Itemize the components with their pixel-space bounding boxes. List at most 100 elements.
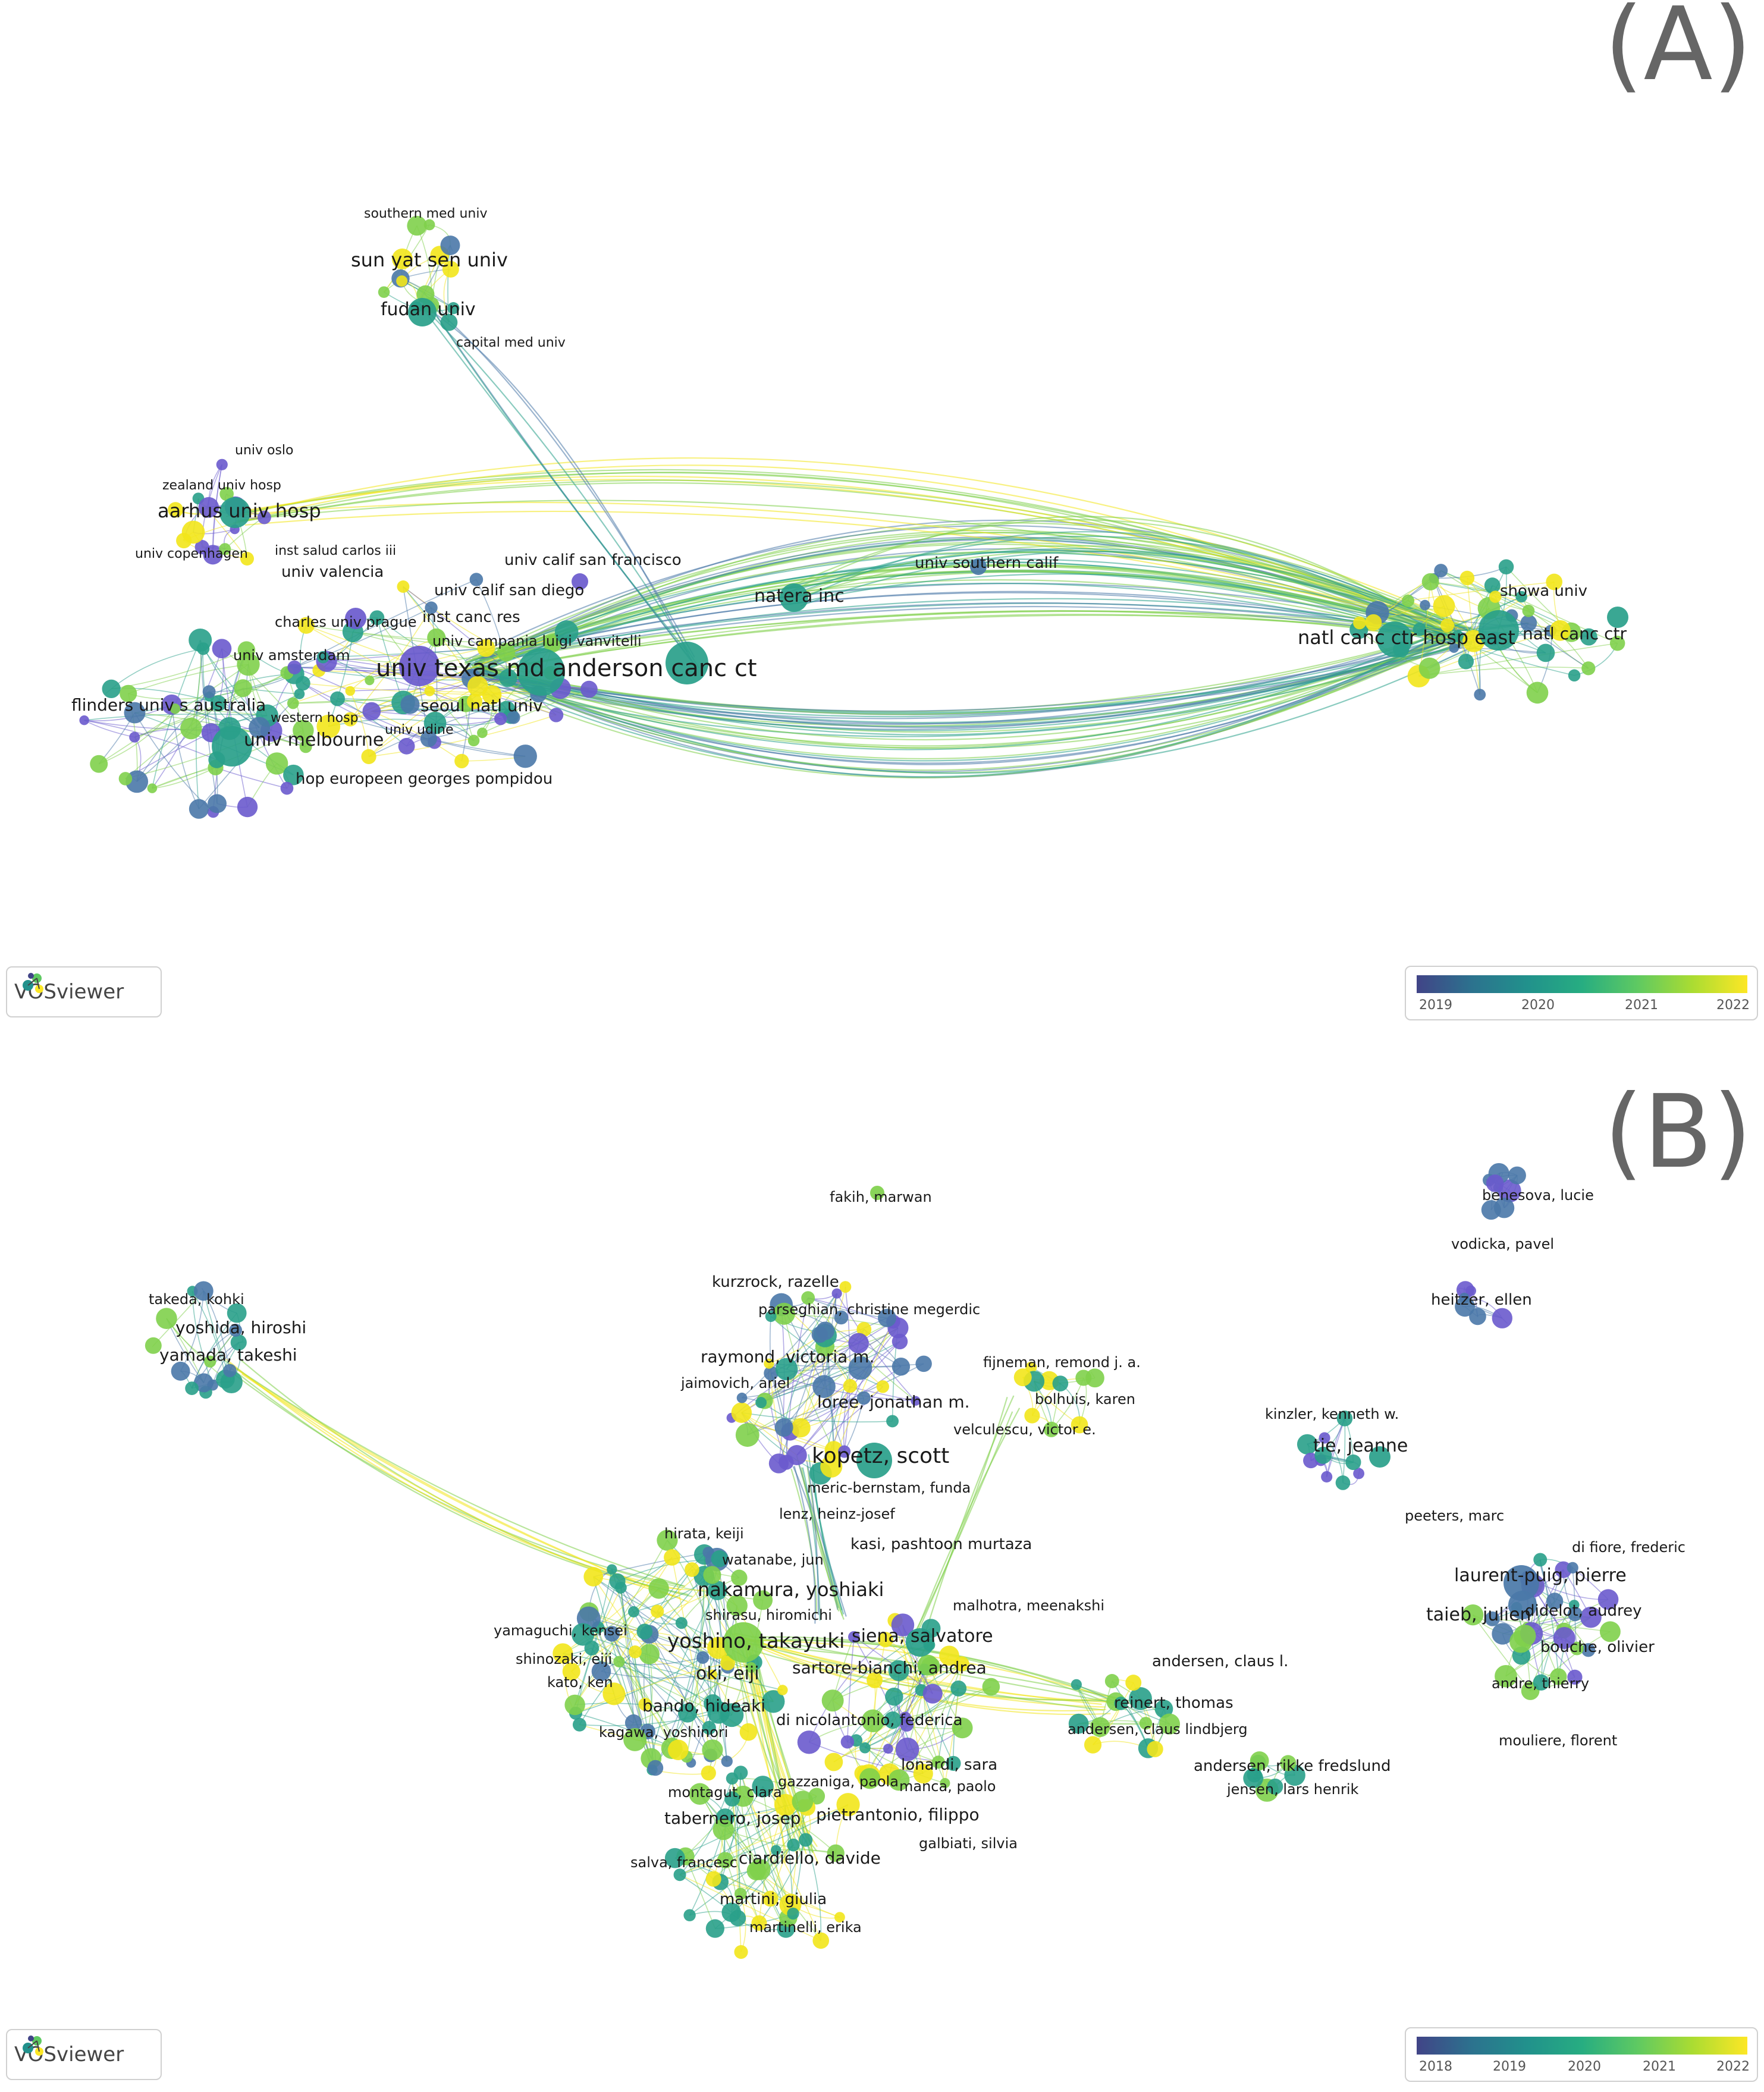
- network-node[interactable]: [877, 1632, 893, 1648]
- network-node[interactable]: [440, 313, 458, 331]
- network-node[interactable]: [477, 639, 495, 657]
- hub-node[interactable]: [1508, 1591, 1537, 1619]
- network-node[interactable]: [1319, 1432, 1330, 1444]
- hub-node[interactable]: [1504, 1565, 1539, 1601]
- network-node[interactable]: [79, 715, 89, 725]
- network-node[interactable]: [1599, 1621, 1621, 1642]
- network-node[interactable]: [797, 1730, 821, 1754]
- network-node[interactable]: [369, 610, 385, 626]
- network-node[interactable]: [952, 1717, 973, 1739]
- hub-node[interactable]: [399, 646, 440, 686]
- network-node[interactable]: [1609, 636, 1625, 651]
- network-node[interactable]: [1568, 1606, 1583, 1622]
- network-node[interactable]: [752, 1776, 774, 1798]
- network-node[interactable]: [685, 1562, 699, 1577]
- network-node[interactable]: [212, 639, 232, 659]
- network-node[interactable]: [145, 1337, 162, 1354]
- network-node[interactable]: [705, 1871, 721, 1887]
- network-node[interactable]: [721, 1755, 733, 1767]
- network-node[interactable]: [466, 693, 483, 709]
- network-node[interactable]: [838, 1445, 851, 1458]
- network-node[interactable]: [892, 1358, 911, 1376]
- network-node[interactable]: [543, 634, 562, 653]
- network-node[interactable]: [712, 1818, 735, 1840]
- network-node[interactable]: [1550, 1668, 1567, 1685]
- network-node[interactable]: [1297, 1434, 1318, 1455]
- hub-node[interactable]: [1607, 607, 1628, 628]
- network-node[interactable]: [580, 680, 598, 698]
- network-node[interactable]: [689, 1783, 711, 1805]
- network-node[interactable]: [623, 1728, 647, 1751]
- network-node[interactable]: [216, 458, 228, 470]
- network-node[interactable]: [1043, 1421, 1059, 1437]
- network-node[interactable]: [1581, 1643, 1596, 1657]
- network-node[interactable]: [836, 1793, 860, 1817]
- network-node[interactable]: [753, 1590, 773, 1610]
- network-node[interactable]: [745, 1662, 757, 1673]
- network-node[interactable]: [859, 1742, 871, 1754]
- network-node[interactable]: [839, 1281, 852, 1293]
- hub-node[interactable]: [1479, 610, 1519, 651]
- network-node[interactable]: [189, 799, 209, 819]
- network-node[interactable]: [888, 1769, 910, 1791]
- network-node[interactable]: [203, 545, 223, 565]
- network-node[interactable]: [423, 711, 447, 734]
- network-node[interactable]: [900, 1717, 914, 1732]
- network-node[interactable]: [668, 1739, 689, 1760]
- network-node[interactable]: [1520, 614, 1537, 632]
- network-node[interactable]: [297, 617, 315, 634]
- network-node[interactable]: [787, 1907, 799, 1920]
- network-node[interactable]: [735, 1423, 759, 1447]
- network-node[interactable]: [939, 1645, 959, 1666]
- network-node[interactable]: [755, 1397, 767, 1409]
- network-node[interactable]: [396, 275, 408, 287]
- network-node[interactable]: [1597, 1589, 1619, 1610]
- network-node[interactable]: [1420, 599, 1430, 611]
- network-node[interactable]: [1449, 643, 1459, 653]
- network-node[interactable]: [362, 702, 381, 721]
- network-node[interactable]: [1075, 1369, 1092, 1386]
- network-node[interactable]: [827, 1844, 845, 1862]
- network-node[interactable]: [883, 1744, 893, 1754]
- network-node[interactable]: [843, 1378, 858, 1393]
- network-node[interactable]: [884, 1711, 902, 1729]
- network-node[interactable]: [1321, 1471, 1333, 1483]
- network-node[interactable]: [607, 1564, 617, 1575]
- network-node[interactable]: [1498, 559, 1514, 574]
- network-node[interactable]: [1522, 604, 1535, 617]
- network-node[interactable]: [702, 1739, 723, 1761]
- network-node[interactable]: [1549, 620, 1571, 641]
- network-node[interactable]: [1553, 1627, 1575, 1650]
- network-node[interactable]: [664, 1848, 685, 1868]
- hub-node[interactable]: [870, 1186, 884, 1200]
- network-node[interactable]: [1481, 1200, 1501, 1220]
- network-node[interactable]: [237, 641, 256, 659]
- network-node[interactable]: [867, 1672, 883, 1689]
- network-node[interactable]: [911, 1396, 921, 1406]
- network-node[interactable]: [193, 1281, 214, 1301]
- hub-node[interactable]: [517, 648, 565, 696]
- network-node[interactable]: [765, 1311, 777, 1323]
- network-node[interactable]: [343, 712, 358, 727]
- network-node[interactable]: [572, 1623, 595, 1646]
- network-node[interactable]: [604, 1626, 620, 1642]
- network-node[interactable]: [1459, 1292, 1470, 1303]
- network-node[interactable]: [296, 676, 310, 691]
- network-node[interactable]: [1418, 657, 1440, 679]
- network-node[interactable]: [240, 551, 254, 566]
- network-node[interactable]: [1533, 1553, 1548, 1567]
- network-node[interactable]: [913, 1763, 933, 1784]
- network-node[interactable]: [1114, 1697, 1128, 1710]
- network-node[interactable]: [801, 1291, 815, 1305]
- network-node[interactable]: [1243, 1768, 1264, 1789]
- network-node[interactable]: [1580, 1606, 1602, 1628]
- network-node[interactable]: [294, 689, 305, 699]
- network-node[interactable]: [734, 1945, 748, 1959]
- network-node[interactable]: [477, 727, 488, 739]
- network-node[interactable]: [361, 749, 376, 764]
- network-node[interactable]: [230, 1334, 247, 1351]
- network-node[interactable]: [156, 1308, 177, 1330]
- network-node[interactable]: [721, 1902, 742, 1923]
- network-node[interactable]: [703, 1566, 721, 1584]
- network-node[interactable]: [562, 1662, 580, 1680]
